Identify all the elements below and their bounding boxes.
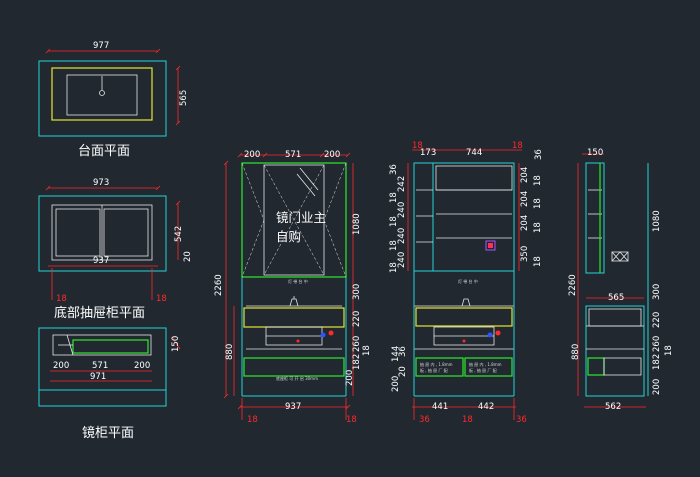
countertop-plan: 977 565 台面平面	[38, 41, 189, 159]
side-dim-1080: 1080	[652, 210, 662, 232]
front-elevation: 200 571 200 镜门业主 自购 灯 带 台 中 底座柜 可 开 启 30…	[214, 150, 372, 425]
sec-r18c: 18	[533, 222, 543, 233]
sec-l240c: 240	[397, 252, 407, 268]
side-elevation: 150 2260 1080 300 565 220 260 182 200 18…	[568, 148, 674, 412]
caption-countertop-plan: 台面平面	[78, 144, 130, 159]
front-dim-260: 260	[352, 336, 362, 352]
sec-r204a: 204	[520, 167, 530, 183]
side-dim-200: 200	[652, 379, 662, 395]
sec-box2-line1: 抽 屉 内 , 1.8mm	[469, 361, 502, 367]
front-dim-2260: 2260	[214, 274, 224, 296]
dim-937: 937	[93, 256, 109, 266]
sec-b18: 18	[462, 415, 473, 425]
sec-t18a: 18	[412, 141, 423, 151]
front-dim-200-right: 200	[324, 150, 340, 160]
dim-542: 542	[174, 226, 184, 242]
dim-18-left: 18	[56, 294, 67, 304]
side-dim-2260: 2260	[568, 274, 578, 296]
caption-bottom-drawer-plan: 底部抽屉柜平面	[54, 305, 145, 321]
bottom-drawer-plan: 973 542 20 937 18 18 底部抽屉柜平面	[38, 178, 193, 321]
front-dim-1080: 1080	[352, 213, 362, 235]
sec-b441: 441	[432, 402, 448, 412]
dim-200-left: 200	[53, 361, 69, 371]
front-light-label: 灯 带 台 中	[288, 278, 308, 284]
front-dim-18-left: 18	[247, 415, 258, 425]
sec-r204b: 204	[520, 191, 530, 207]
sec-light-label: 灯 带 台 中	[458, 278, 478, 284]
side-dim-182: 182	[652, 354, 662, 370]
sec-l20: 20	[398, 366, 408, 377]
front-dim-18-right: 18	[346, 415, 357, 425]
side-dim-562: 562	[605, 402, 621, 412]
front-dim-937: 937	[285, 402, 301, 412]
sec-t36l: 36	[389, 164, 399, 175]
sec-b442: 442	[478, 402, 494, 412]
sec-r204c: 204	[520, 215, 530, 231]
sec-box1-line1: 抽 屉 内 , 1.8mm	[420, 361, 453, 367]
mirror-note-line2: 自购	[276, 229, 301, 244]
side-dim-260: 260	[652, 336, 662, 352]
sec-r18b: 18	[533, 198, 543, 209]
dim-20: 20	[183, 251, 193, 262]
sec-t18b: 18	[512, 141, 523, 151]
side-dim-565: 565	[608, 293, 624, 303]
dim-571: 571	[92, 361, 108, 371]
sec-r18d: 18	[533, 256, 543, 267]
sec-r18a: 18	[533, 175, 543, 186]
side-dim-880: 880	[571, 344, 581, 360]
sec-b36b: 36	[516, 415, 527, 425]
dim-973: 973	[93, 178, 109, 188]
dim-971: 971	[90, 372, 106, 382]
sec-l18b: 18	[389, 216, 399, 227]
side-dim-150: 150	[587, 148, 603, 158]
sec-box1-line2: 板 , 抽 屉 厂 配	[420, 367, 448, 373]
sec-l18c: 18	[389, 240, 399, 251]
sec-l18a: 18	[389, 192, 399, 203]
sec-box2-line2: 板 , 抽 屉 厂 配	[469, 367, 497, 373]
sec-b36a: 36	[419, 415, 430, 425]
front-dim-220: 220	[352, 311, 362, 327]
side-dim-300: 300	[652, 284, 662, 300]
front-bottom-label: 底座柜 可 开 启 30mm	[276, 375, 318, 381]
front-dim-880: 880	[225, 344, 235, 360]
front-dim-571: 571	[285, 150, 301, 160]
sec-t36r: 36	[534, 149, 544, 160]
sec-l240a: 240	[397, 202, 407, 218]
sec-l200: 200	[391, 376, 401, 392]
dim-200-right: 200	[134, 361, 150, 371]
sec-l18d: 18	[389, 262, 399, 273]
dim-977: 977	[93, 41, 109, 51]
caption-mirror-cabinet-plan: 镜柜平面	[82, 426, 134, 441]
mirror-cabinet-plan: 150 200 571 200 971 镜柜平面	[38, 327, 181, 441]
sec-l144: 144	[391, 346, 401, 362]
front-dim-18: 18	[362, 345, 372, 356]
dim-18-right: 18	[156, 294, 167, 304]
sec-l242: 242	[397, 176, 407, 192]
side-dim-220: 220	[652, 312, 662, 328]
sec-r350: 350	[520, 246, 530, 262]
front-dim-200-left: 200	[244, 150, 260, 160]
side-dim-18: 18	[664, 345, 674, 356]
front-dim-182: 182	[352, 354, 362, 370]
sec-t173: 173	[420, 148, 436, 158]
section-elevation: 18 744 18 173 36 242 18 240 18 240 18 24…	[389, 141, 544, 425]
sec-l240b: 240	[397, 228, 407, 244]
sec-t744: 744	[466, 148, 482, 158]
dim-565: 565	[179, 90, 189, 106]
front-dim-200: 200	[345, 370, 355, 386]
sec-l36b: 36	[398, 346, 408, 357]
dim-150-plan3: 150	[171, 336, 181, 352]
front-dim-300: 300	[352, 284, 362, 300]
mirror-note-line1: 镜门业主	[276, 210, 326, 225]
